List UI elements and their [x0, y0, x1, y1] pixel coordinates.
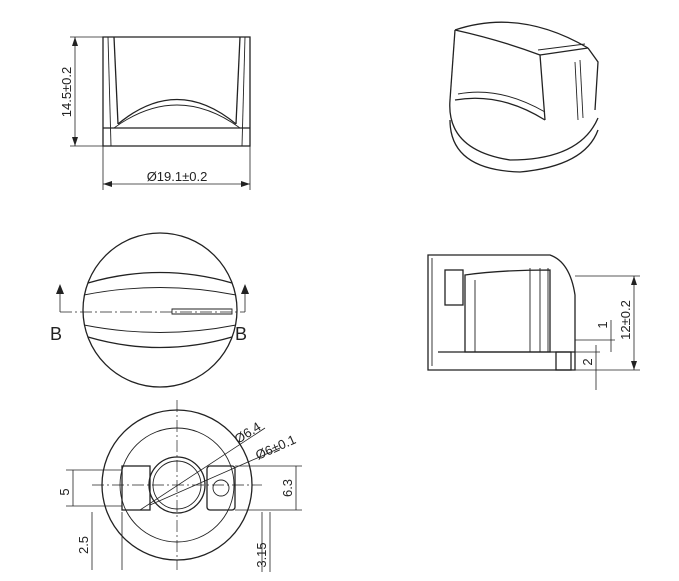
front-height-label: 14.5±0.2: [59, 67, 74, 118]
bottom-view: Ø6.4 Ø6±0.1 5 6.3 2.5 3.15: [57, 400, 302, 572]
bottom-right-offset-label: 3.15: [254, 542, 269, 567]
bottom-shaft-diameter-label: Ø6±0.1: [253, 432, 298, 463]
isometric-view: [449, 21, 599, 173]
section-height-label: 12±0.2: [618, 300, 633, 340]
bottom-outer-diameter-label: Ø6.4: [232, 419, 264, 447]
bottom-flat-right-label: 6.3: [280, 479, 295, 497]
section-bottom-label: 2: [580, 358, 595, 365]
section-marker-left: B: [50, 324, 62, 344]
section-marker-right: B: [235, 324, 247, 344]
top-view: B B: [50, 232, 249, 388]
front-diameter-label: Ø19.1±0.2: [147, 169, 208, 184]
bottom-left-offset-label: 2.5: [76, 536, 91, 554]
bottom-flat-left-label: 5: [57, 488, 72, 495]
section-step-label: 1: [595, 321, 610, 328]
front-view: 14.5±0.2 Ø19.1±0.2: [59, 36, 251, 190]
section-view: 12±0.2 1 2: [427, 254, 640, 390]
